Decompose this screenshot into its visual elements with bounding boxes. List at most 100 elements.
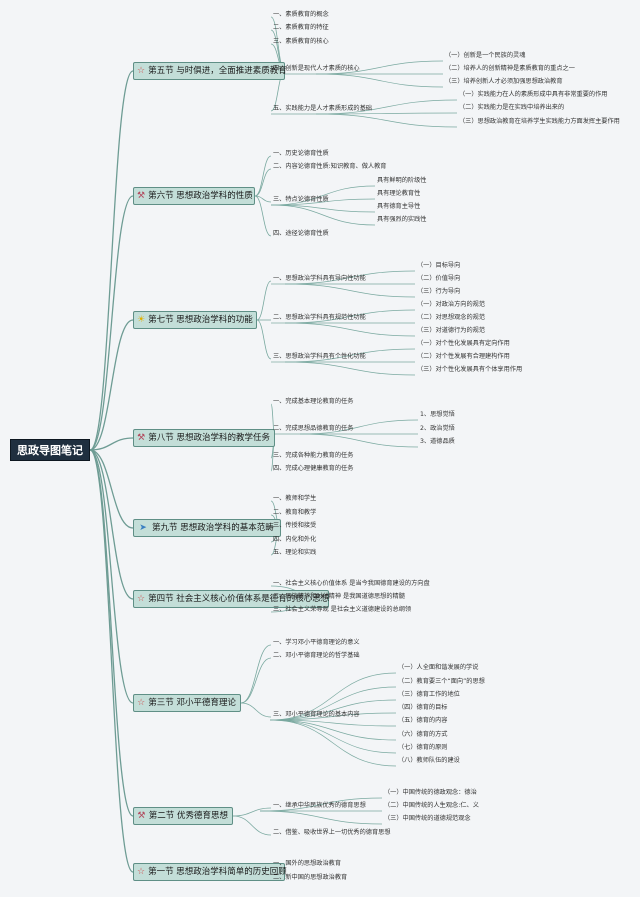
section-label: 第四节 社会主义核心价值体系是德育的核心思想 [148, 594, 330, 604]
subtopic-node[interactable]: （一）人全面和谐发展的学说 [398, 664, 479, 671]
section-node[interactable]: ⚒第八节 思想政治学科的教学任务 [133, 429, 275, 447]
subtopic-node[interactable]: （三）对个性化发展具有个体享用作用 [417, 366, 523, 373]
connector-line [254, 195, 272, 203]
connector-line [284, 361, 416, 376]
topic-node[interactable]: 三、社会主义荣辱观 是社会主义道德建设的总纲领 [273, 606, 412, 613]
subtopic-node[interactable]: （一）中国传统的德政观念：德治 [384, 789, 477, 796]
connector-line [270, 204, 376, 226]
tools-icon: ⚒ [137, 811, 146, 821]
topic-node[interactable]: 一、学习邓小平德育理论的意义 [273, 639, 360, 646]
subtopic-node[interactable]: （七）德育的原则 [398, 744, 448, 751]
root-node[interactable]: 思政导图笔记 [10, 439, 90, 461]
star-icon: ☆ [137, 594, 146, 604]
topic-node[interactable]: 三、完成各种能力教育的任务 [273, 452, 354, 459]
topic-node[interactable]: 二、内容论德育性质:知识教育、做人教育 [273, 163, 387, 170]
connector-line [256, 319, 272, 360]
section-node[interactable]: ⚒第六节 思想政治学科的性质 [133, 187, 255, 205]
subtopic-node[interactable]: （二）价值导向 [417, 275, 461, 282]
connector-line [269, 712, 397, 721]
subtopic-node[interactable]: （三）行为导向 [417, 288, 461, 295]
subtopic-node[interactable]: （二）中国传统的人生观念:仁、义 [384, 802, 479, 809]
connector-line [284, 283, 416, 298]
section-node[interactable]: ☆第五节 与时俱进，全面推进素质教育 [133, 62, 287, 80]
section-node[interactable]: ☆第三节 邓小平德育理论 [133, 694, 241, 712]
topic-node[interactable]: 二、思想政治学科具有规范性功能 [273, 314, 366, 321]
section-label: 第六节 思想政治学科的性质 [148, 191, 253, 201]
topic-node[interactable]: 一、思想政治学科具有导向性功能 [273, 275, 366, 282]
subtopic-node[interactable]: 具有强烈的实践性 [377, 216, 427, 223]
subtopic-node[interactable]: （三）德育工作的地位 [398, 691, 460, 698]
connector-line [315, 60, 444, 75]
topic-node[interactable]: 一、素质教育的概念 [273, 11, 329, 18]
subtopic-node[interactable]: 具有理论教育性 [377, 190, 421, 197]
connector-line [284, 348, 416, 363]
subtopic-node[interactable]: 3、道德品质 [420, 438, 455, 445]
topic-node[interactable]: 四、完成心理健康教育的任务 [273, 465, 354, 472]
section-label: 第三节 邓小平德育理论 [148, 698, 236, 708]
topic-node[interactable]: 三、邓小平德育理论的基本内容 [273, 711, 360, 718]
topic-node[interactable]: 五、理论和实践 [273, 549, 317, 556]
subtopic-node[interactable]: （三）思想政治教育在培养学生实践能力方面发挥主要作用 [459, 118, 620, 125]
subtopic-node[interactable]: （四）德育的目标 [398, 704, 448, 711]
subtopic-node[interactable]: （一）创新是一个民族的灵魂 [445, 52, 526, 59]
subtopic-node[interactable]: 2、政治觉悟 [420, 425, 455, 432]
subtopic-node[interactable]: （二）教育要三个“面向”的思想 [398, 678, 485, 685]
section-node[interactable]: ☆第一节 思想政治学科简单的历史回顾 [133, 863, 287, 881]
topic-node[interactable]: 四、创新是现代人才素质的核心 [273, 65, 360, 72]
subtopic-node[interactable]: （二）对个性发展有合理建构作用 [417, 353, 510, 360]
subtopic-node[interactable]: （二）对思想观念的规范 [417, 314, 486, 321]
subtopic-node[interactable]: （二）实践能力是在实践中培养出来的 [459, 104, 565, 111]
topic-node[interactable]: 三、传授和接受 [273, 522, 317, 529]
topic-node[interactable]: 三、思想政治学科具有个性化功能 [273, 353, 366, 360]
topic-node[interactable]: 二、民族精神和时代精神 是我国道德思想的精髓 [273, 593, 405, 600]
subtopic-node[interactable]: （二）培养人的创新精神是素质教育的重点之一 [445, 65, 575, 72]
subtopic-node[interactable]: 具有德育主导性 [377, 203, 421, 210]
connector-line [299, 433, 419, 448]
topic-node[interactable]: 五、实践能力是人才素质形成的基础 [273, 105, 372, 112]
topic-node[interactable]: 二、素质教育的特征 [273, 24, 329, 31]
topic-node[interactable]: 一、教师和学生 [273, 495, 317, 502]
section-node[interactable]: ☀第七节 思想政治学科的功能 [133, 311, 257, 329]
tools-icon: ⚒ [137, 433, 146, 443]
connector-line [284, 322, 416, 337]
subtopic-node[interactable]: （一）对个性化发展具有定向作用 [417, 340, 510, 347]
topic-node[interactable]: 二、邓小平德育理论的哲学基础 [273, 652, 360, 659]
connector-line [269, 719, 397, 754]
topic-node[interactable]: 一、社会主义核心价值体系 是当今我国德育建设的方向盘 [273, 580, 430, 587]
section-node[interactable]: ➤第九节 思想政治学科的基本范畴 [133, 519, 281, 537]
subtopic-node[interactable]: （一）目标导向 [417, 262, 461, 269]
subtopic-node[interactable]: 1、思想觉悟 [420, 411, 455, 418]
topic-node[interactable]: 二、借鉴、吸收世界上一切优秀的德育思想 [273, 829, 391, 836]
topic-node[interactable]: 四、途径论德育性质 [273, 230, 329, 237]
topic-node[interactable]: 一、完成基本理论教育的任务 [273, 398, 354, 405]
topic-node[interactable]: 三、特点论德育性质 [273, 196, 329, 203]
connector-line [284, 309, 416, 324]
topic-node[interactable]: 一、历史论德育性质 [273, 150, 329, 157]
topic-node[interactable]: 一、国外的思想政治教育 [273, 860, 342, 867]
section-label: 第八节 思想政治学科的教学任务 [148, 433, 270, 443]
topic-node[interactable]: 二、新中国的思想政治教育 [273, 874, 348, 881]
subtopic-node[interactable]: （八）教师队伍的建设 [398, 757, 460, 764]
topic-node[interactable]: 二、完成思想品德教育的任务 [273, 425, 354, 432]
topic-node[interactable]: 三、素质教育的核心 [273, 38, 329, 45]
subtopic-node[interactable]: （五）德育的内容 [398, 717, 448, 724]
section-node[interactable]: ☆第四节 社会主义核心价值体系是德育的核心思想 [133, 590, 329, 608]
subtopic-node[interactable]: （一）对政治方向的规范 [417, 301, 486, 308]
subtopic-node[interactable]: （六）德育的方式 [398, 731, 448, 738]
connector-line [89, 319, 134, 451]
section-label: 第九节 思想政治学科的基本范畴 [152, 523, 274, 533]
topic-node[interactable]: 四、内化和外化 [273, 536, 317, 543]
subtopic-node[interactable]: （一）实践能力在人的素质形成中具有非常重要的作用 [459, 91, 608, 98]
connector-line [232, 815, 272, 836]
section-label: 第二节 优秀德育思想 [148, 811, 228, 821]
subtopic-node[interactable]: （三）培养创新人才必须加强思想政治教育 [445, 78, 563, 85]
subtopic-node[interactable]: 具有鲜明的阶级性 [377, 177, 427, 184]
subtopic-node[interactable]: （三）中国传统的道德规范观念 [384, 815, 471, 822]
subtopic-node[interactable]: （三）对道德行为的规范 [417, 327, 486, 334]
topic-node[interactable]: 二、教育和教学 [273, 509, 317, 516]
section-label: 第七节 思想政治学科的功能 [148, 315, 253, 325]
topic-node[interactable]: 一、继承中华民族优秀的德育思想 [273, 802, 366, 809]
section-node[interactable]: ⚒第二节 优秀德育思想 [133, 807, 233, 825]
